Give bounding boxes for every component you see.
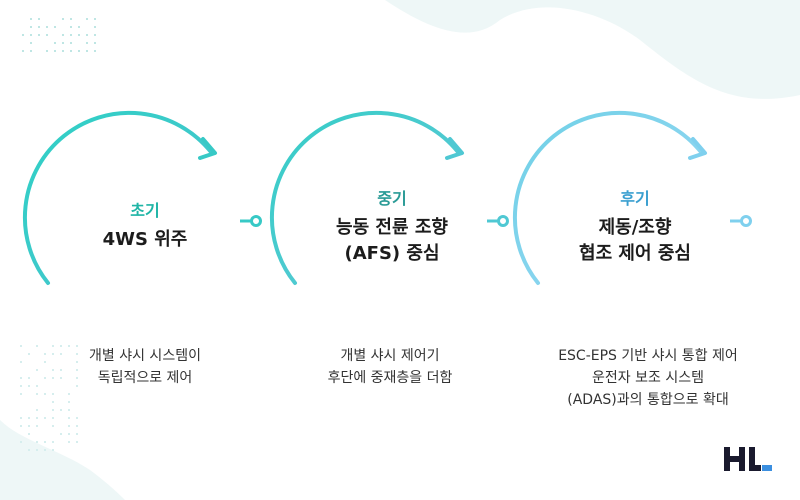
desc-line: 개별 샤시 제어기 (260, 345, 520, 367)
stage-early-title-line: 4WS 위주 (45, 227, 245, 253)
stage-mid: 중기 능동 전륜 조향 (AFS) 중심 (292, 125, 512, 315)
stage-mid-title-line: (AFS) 중심 (292, 241, 492, 267)
connector-node-icon (499, 217, 508, 226)
hl-logo-icon (724, 446, 772, 472)
stage-mid-title-line: 능동 전륜 조향 (292, 215, 492, 241)
stage-late-description: ESC-EPS 기반 샤시 통합 제어 운전자 보조 시스템 (ADAS)과의 … (498, 345, 798, 411)
connector-node-icon (742, 217, 751, 226)
stage-late-phase: 후기 (535, 185, 735, 209)
desc-line: 운전자 보조 시스템 (498, 367, 798, 389)
connector-node-icon (252, 217, 261, 226)
desc-line: 독립적으로 제어 (15, 367, 275, 389)
desc-line: 개별 샤시 시스템이 (15, 345, 275, 367)
stage-late-title-line: 제동/조향 (535, 215, 735, 241)
stage-mid-description: 개별 샤시 제어기 후단에 중재층을 더함 (260, 345, 520, 389)
stage-early: 초기 4WS 위주 (45, 125, 265, 315)
stage-early-title: 4WS 위주 (45, 227, 245, 253)
desc-line: (ADAS)과의 통합으로 확대 (498, 389, 798, 411)
stage-early-phase: 초기 (45, 197, 245, 221)
stage-late-title-line: 협조 제어 중심 (535, 241, 735, 267)
stage-mid-phase: 중기 (292, 185, 492, 209)
desc-line: ESC-EPS 기반 샤시 통합 제어 (498, 345, 798, 367)
desc-line: 후단에 중재층을 더함 (260, 367, 520, 389)
stage-late: 후기 제동/조향 협조 제어 중심 (535, 125, 755, 315)
stage-mid-title: 능동 전륜 조향 (AFS) 중심 (292, 215, 492, 267)
stage-early-description: 개별 샤시 시스템이 독립적으로 제어 (15, 345, 275, 389)
stage-late-title: 제동/조향 협조 제어 중심 (535, 215, 735, 267)
